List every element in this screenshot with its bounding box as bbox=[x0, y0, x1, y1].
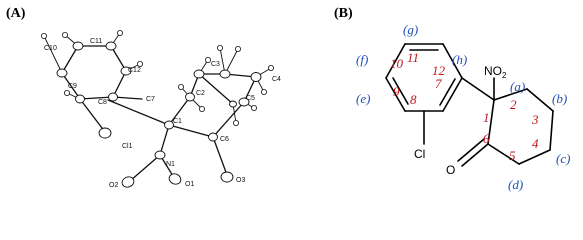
position-letter-b: (b) bbox=[552, 91, 567, 106]
position-letter-e: (e) bbox=[356, 91, 370, 106]
atom-number-4: 4 bbox=[532, 136, 539, 151]
atom-label-c3: C3 bbox=[211, 61, 220, 68]
crystal-h-atoms bbox=[41, 29, 274, 127]
crystal-structure: C11 C10 C12 C9 C8 C7 C1 C2 C3 C4 C5 C6 C… bbox=[41, 29, 281, 189]
atom-label-c12: C12 bbox=[128, 67, 141, 74]
chlorine-label: Cl bbox=[414, 147, 425, 161]
atom-number-2: 2 bbox=[510, 97, 517, 112]
atom-number-3: 3 bbox=[531, 112, 539, 127]
atom-label-n1: N1 bbox=[166, 161, 175, 168]
c7-c1-bond bbox=[461, 77, 495, 101]
atom-number-1: 1 bbox=[483, 110, 490, 125]
panel-label-b: (B) bbox=[334, 6, 353, 21]
crystal-heavy-atoms bbox=[56, 41, 262, 188]
atom-label-c11: C11 bbox=[90, 38, 102, 45]
atom-label-c9: C9 bbox=[68, 83, 77, 90]
atom-number-5: 5 bbox=[509, 148, 516, 163]
atom-number-7: 7 bbox=[435, 76, 442, 91]
oxygen-label: O bbox=[446, 163, 455, 177]
cyclohexanone-ring bbox=[457, 88, 554, 167]
position-letter-c: (c) bbox=[556, 151, 570, 166]
figure: (A) bbox=[6, 6, 570, 192]
position-letter-d: (d) bbox=[508, 177, 523, 192]
atom-label-cl1: Cl1 bbox=[122, 143, 133, 150]
position-letter-f: (f) bbox=[356, 52, 368, 67]
crystal-bonds bbox=[61, 45, 257, 182]
atom-number-9: 9 bbox=[393, 84, 400, 99]
position-letters: (a) (b) (c) (d) (e) (f) (g) (h) bbox=[356, 22, 570, 192]
crystal-atom-labels: C11 C10 C12 C9 C8 C7 C1 C2 C3 C4 C5 C6 C… bbox=[44, 38, 281, 189]
atom-label-o2: O2 bbox=[109, 182, 118, 189]
panel-label-a: (A) bbox=[6, 6, 26, 21]
atom-number-12: 12 bbox=[432, 63, 446, 78]
position-letter-a: (a) bbox=[510, 79, 525, 94]
benzene-ring bbox=[385, 43, 463, 112]
atom-label-o1: O1 bbox=[185, 181, 194, 188]
skeletal-structure: NO2 Cl O 1 2 3 4 5 6 7 8 9 10 11 12 (a) … bbox=[356, 22, 570, 192]
atom-numbers: 1 2 3 4 5 6 7 8 9 10 11 12 bbox=[390, 50, 539, 163]
atom-label-c8: C8 bbox=[98, 99, 107, 106]
atom-label-c7: C7 bbox=[146, 96, 155, 103]
atom-number-10: 10 bbox=[390, 56, 404, 71]
position-letter-h: (h) bbox=[452, 52, 467, 67]
position-letter-g: (g) bbox=[403, 22, 418, 37]
atom-number-8: 8 bbox=[410, 92, 417, 107]
atom-label-c2: C2 bbox=[196, 90, 205, 97]
atom-label-o3: O3 bbox=[236, 177, 245, 184]
atom-number-11: 11 bbox=[407, 50, 419, 65]
atom-label-c4: C4 bbox=[272, 76, 281, 83]
atom-label-c1: C1 bbox=[173, 118, 182, 125]
atom-label-c6: C6 bbox=[220, 136, 229, 143]
atom-number-6: 6 bbox=[483, 131, 490, 146]
nitro-group-label: NO2 bbox=[484, 64, 507, 80]
atom-label-c5: C5 bbox=[246, 95, 255, 102]
atom-label-c10: C10 bbox=[44, 45, 57, 52]
